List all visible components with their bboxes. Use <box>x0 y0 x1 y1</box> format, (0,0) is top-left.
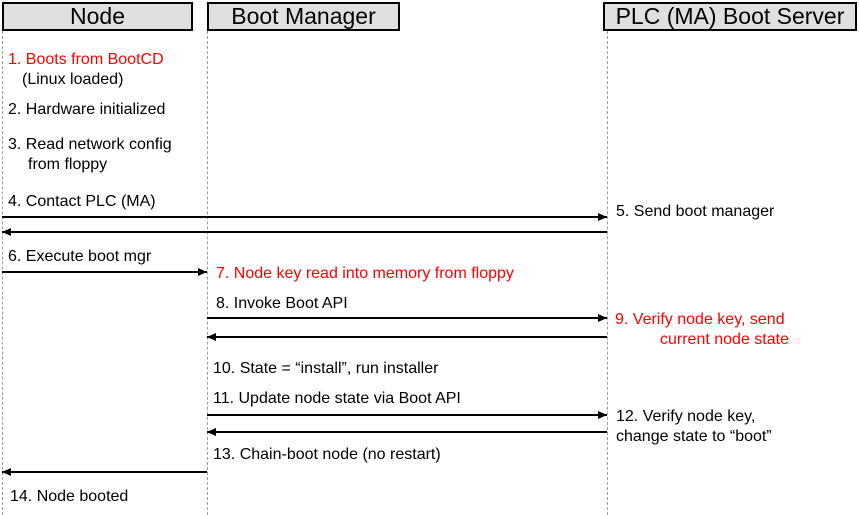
actor-box-boot-manager: Boot Manager <box>207 2 400 31</box>
step-5-line-1: 5. Send boot manager <box>616 203 775 220</box>
step-6-line-1: 6. Execute boot mgr <box>8 248 152 265</box>
lifeline-plc-boot-server <box>607 31 608 515</box>
arrowhead-left-icon <box>207 333 216 341</box>
step-10-label: 10. State = “install”, run installer <box>213 359 438 379</box>
step-14-line-1: 14. Node booted <box>10 488 129 505</box>
arrowhead-left-icon <box>2 468 11 476</box>
step-12-line-2: change state to “boot” <box>616 428 772 445</box>
arrow-execute-boot-mgr <box>2 268 207 276</box>
arrowhead-left-icon <box>2 228 11 236</box>
step-14-label: 14. Node booted <box>10 487 128 507</box>
step-9-line-1: 9. Verify node key, send <box>615 311 785 328</box>
lifeline-node <box>2 31 3 515</box>
step-6-label: 6. Execute boot mgr <box>8 247 151 267</box>
arrowhead-right-icon <box>598 411 607 419</box>
step-7-label: 7. Node key read into memory from floppy <box>216 264 514 284</box>
step-8-label: 8. Invoke Boot API <box>216 294 348 314</box>
actor-label-node: Node <box>70 3 125 29</box>
actor-label-plc-boot-server: PLC (MA) Boot Server <box>615 3 845 29</box>
actor-box-node: Node <box>2 2 193 31</box>
arrowhead-right-icon <box>598 213 607 221</box>
step-3-line-2: from floppy <box>28 156 108 173</box>
step-9-line-2: current node state <box>660 331 789 348</box>
arrow-send-boot-manager <box>2 228 607 236</box>
arrow-chain-boot-node <box>2 468 207 476</box>
step-5-label: 5. Send boot manager <box>616 202 774 222</box>
step-10-line-1: 10. State = “install”, run installer <box>213 360 439 377</box>
step-13-line-1: 13. Chain-boot node (no restart) <box>213 446 441 463</box>
step-12-line-1: 12. Verify node key, <box>616 408 756 425</box>
arrow-send-node-state <box>207 333 607 341</box>
step-2-line-1: 2. Hardware initialized <box>8 101 166 118</box>
step-1-line-1: 1. Boots from BootCD <box>8 51 164 68</box>
step-8-line-1: 8. Invoke Boot API <box>216 295 348 312</box>
arrowhead-right-icon <box>598 314 607 322</box>
step-13-label: 13. Chain-boot node (no restart) <box>213 445 441 465</box>
step-1-label: 1. Boots from BootCD (Linux loaded) <box>8 50 164 90</box>
step-11-label: 11. Update node state via Boot API <box>213 389 461 409</box>
step-11-line-1: 11. Update node state via Boot API <box>213 390 461 407</box>
arrow-invoke-boot-api <box>207 314 607 322</box>
step-1-line-2: (Linux loaded) <box>22 71 124 88</box>
step-4-line-1: 4. Contact PLC (MA) <box>8 193 156 210</box>
arrowhead-right-icon <box>198 268 207 276</box>
step-7-line-1: 7. Node key read into memory from floppy <box>216 265 514 282</box>
step-4-label: 4. Contact PLC (MA) <box>8 192 156 212</box>
arrow-update-node-state <box>207 411 607 419</box>
step-3-line-1: 3. Read network config <box>8 136 172 153</box>
step-12-label: 12. Verify node key, change state to “bo… <box>616 407 772 447</box>
step-9-label: 9. Verify node key, send current node st… <box>615 310 789 350</box>
arrow-change-state-reply <box>207 428 607 436</box>
step-2-label: 2. Hardware initialized <box>8 100 165 120</box>
actor-label-boot-manager: Boot Manager <box>231 3 376 29</box>
step-3-label: 3. Read network config from floppy <box>8 135 172 175</box>
arrowhead-left-icon <box>207 428 216 436</box>
lifeline-boot-manager <box>207 31 208 515</box>
arrow-contact-plc <box>2 213 607 221</box>
actor-box-plc-boot-server: PLC (MA) Boot Server <box>603 2 857 31</box>
